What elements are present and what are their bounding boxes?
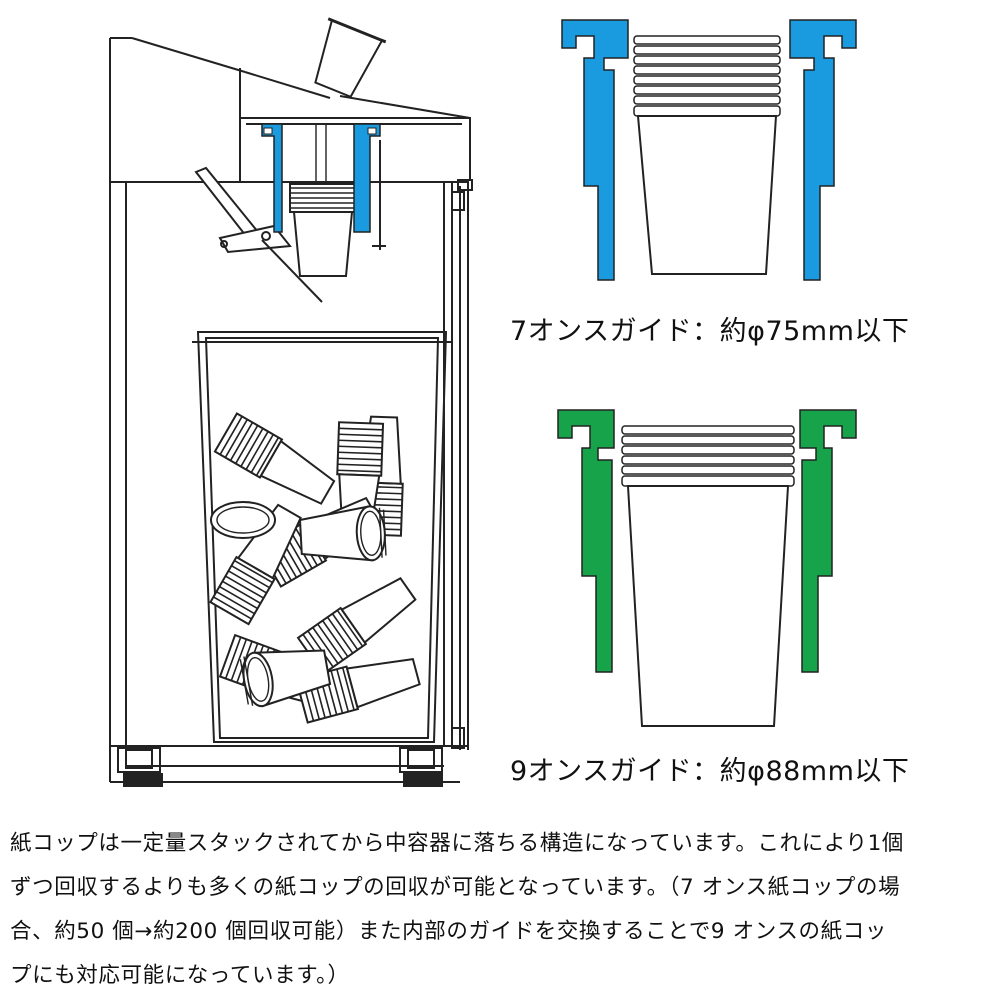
collected-cups [209, 412, 423, 724]
description-line: プにも対応可能になっています。） [10, 963, 350, 988]
guide-9oz-right-rail [799, 409, 857, 673]
guide-9oz-illustration [557, 409, 857, 727]
machine-guide-7oz [261, 123, 381, 233]
cup-stack-7oz [633, 35, 781, 275]
caption-7oz-guide: 7オンスガイド：約φ75mm以下 [510, 316, 910, 347]
description-line: 紙コップは一定量スタックされてから中容器に落ちる構造になっています。これにより1… [10, 831, 904, 856]
cup-stack-9oz [621, 425, 795, 727]
cup-collector-diagram [109, 17, 857, 787]
description-line: ずつ回収するよりも多くの紙コップの回収が可能となっています。（7 オンス紙コップ… [10, 875, 901, 900]
guide-9oz-left-rail [557, 409, 615, 673]
guide-7oz-illustration [561, 19, 857, 281]
guide-7oz-left-rail [561, 19, 629, 281]
description-text: 紙コップは一定量スタックされてから中容器に落ちる構造になっています。これにより1… [10, 822, 995, 998]
description-line: 合、約50 個→約200 個回収可能）また内部のガイドを交換することで9 オンス… [10, 919, 887, 944]
guide-7oz-right-rail [789, 19, 857, 281]
collector-machine [109, 17, 473, 787]
caption-9oz-guide: 9オンスガイド：約φ88mm以下 [510, 756, 910, 787]
